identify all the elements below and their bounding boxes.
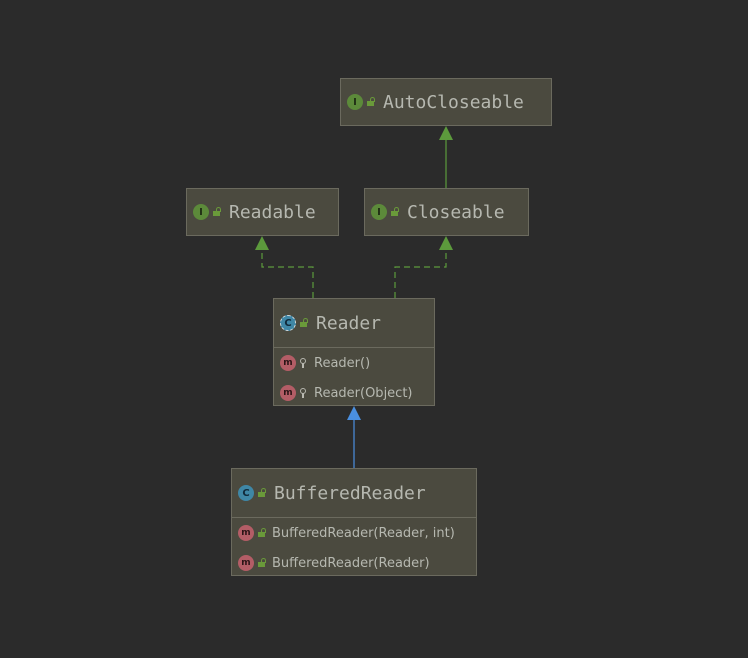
abstract-class-icon: C xyxy=(280,315,296,331)
member-row[interactable]: m BufferedReader(Reader) xyxy=(232,548,476,578)
member-row[interactable]: m BufferedReader(Reader, int) xyxy=(232,518,476,548)
protected-key-icon xyxy=(299,358,310,368)
divider xyxy=(274,347,434,348)
public-lock-icon xyxy=(212,207,223,217)
node-title: Readable xyxy=(229,201,316,223)
interface-icon: I xyxy=(371,204,387,220)
arrowhead-closeable xyxy=(439,236,453,250)
member-signature: Reader(Object) xyxy=(314,385,413,401)
public-lock-icon xyxy=(257,558,268,568)
protected-key-icon xyxy=(299,388,310,398)
public-lock-icon xyxy=(366,97,377,107)
member-signature: BufferedReader(Reader, int) xyxy=(272,525,455,541)
interface-icon: I xyxy=(347,94,363,110)
public-lock-icon xyxy=(299,318,310,328)
member-row[interactable]: m Reader() xyxy=(274,348,434,378)
node-title: BufferedReader xyxy=(274,482,426,504)
arrowhead-autocloseable xyxy=(439,126,453,140)
node-title: Closeable xyxy=(407,201,505,223)
node-title: AutoCloseable xyxy=(383,91,524,113)
node-closeable[interactable]: I Closeable xyxy=(364,188,529,236)
edge-reader-to-closeable xyxy=(394,250,447,298)
method-icon: m xyxy=(238,555,254,571)
method-icon: m xyxy=(280,355,296,371)
public-lock-icon xyxy=(257,528,268,538)
node-autocloseable[interactable]: I AutoCloseable xyxy=(340,78,552,126)
node-title: Reader xyxy=(316,312,382,334)
edge-reader-to-readable xyxy=(261,250,314,298)
interface-icon: I xyxy=(193,204,209,220)
node-readable[interactable]: I Readable xyxy=(186,188,339,236)
class-icon: C xyxy=(238,485,254,501)
member-row[interactable]: m Reader(Object) xyxy=(274,378,434,408)
public-lock-icon xyxy=(390,207,401,217)
node-reader[interactable]: C Reader m Reader() m Reader(Object) xyxy=(273,298,435,406)
divider xyxy=(232,517,476,518)
public-lock-icon xyxy=(257,488,268,498)
method-icon: m xyxy=(280,385,296,401)
method-icon: m xyxy=(238,525,254,541)
member-signature: Reader() xyxy=(314,355,371,371)
member-signature: BufferedReader(Reader) xyxy=(272,555,430,571)
arrowhead-reader xyxy=(347,406,361,420)
node-bufferedreader[interactable]: C BufferedReader m BufferedReader(Reader… xyxy=(231,468,477,576)
arrowhead-readable xyxy=(255,236,269,250)
